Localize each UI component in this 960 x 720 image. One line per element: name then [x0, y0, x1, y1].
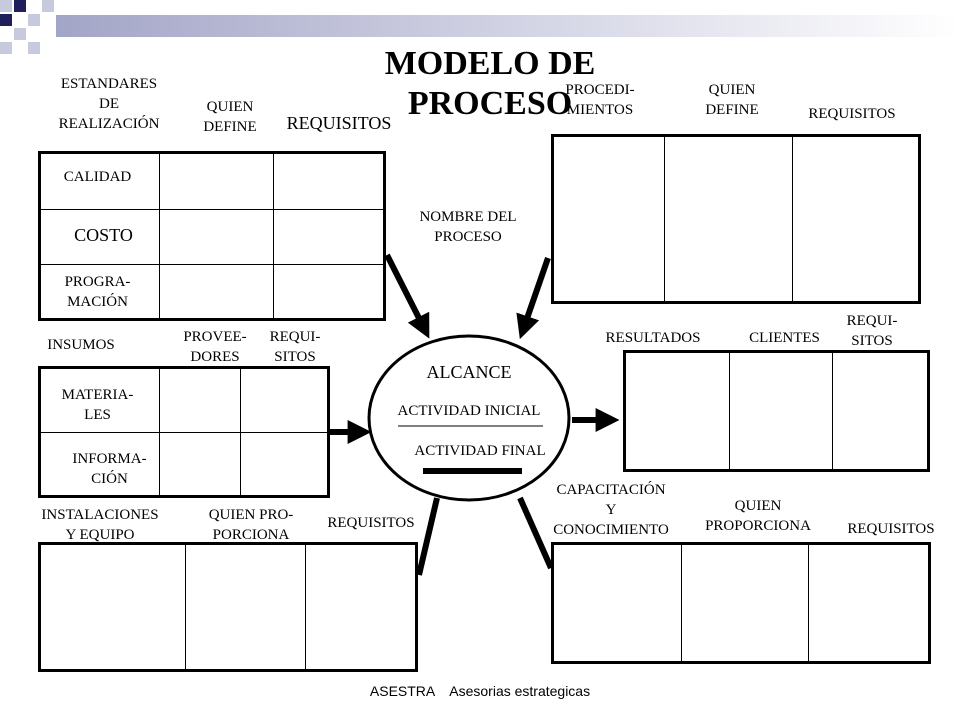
connector-scope-to-facilities: [416, 497, 440, 576]
deco-square: [0, 14, 12, 26]
inputs-table: [38, 366, 330, 498]
training-table: [551, 542, 931, 664]
scope-ellipse: [367, 334, 571, 502]
results-clients: CLIENTES: [749, 330, 820, 346]
training-header: CAPACITACIÓN Y CONOCIMIENTO: [553, 482, 669, 538]
results-requirements: REQUI- SITOS: [846, 313, 898, 349]
procedures-table: [551, 134, 921, 304]
inputs-row-materials: MATERIA- LES: [61, 387, 134, 423]
standards-who-defines: QUIEN DEFINE: [203, 99, 257, 135]
scope-label: ALCANCE: [426, 362, 512, 382]
connector-scope-to-training: [517, 496, 554, 570]
inputs-suppliers: PROVEE- DORES: [183, 329, 247, 365]
training-who-provides: QUIEN PROPORCIONA: [705, 498, 811, 534]
deco-square: [14, 28, 26, 40]
inputs-header: INSUMOS: [47, 337, 115, 353]
deco-square: [0, 42, 12, 54]
standards-row-quality: CALIDAD: [63, 169, 132, 185]
standards-row-scheduling: PROGRA- MACIÓN: [64, 274, 131, 310]
training-requirements: REQUISITOS: [847, 521, 935, 537]
facilities-table: [38, 542, 418, 672]
facilities-header: INSTALACIONES Y EQUIPO: [41, 507, 159, 543]
results-table: [623, 350, 930, 472]
deco-square: [14, 0, 26, 12]
standards-requirements: REQUISITOS: [286, 113, 392, 133]
deco-square: [28, 14, 40, 26]
deco-square: [28, 42, 40, 54]
arrow-standards-to-scope: [384, 253, 430, 339]
final-activity-label: ACTIVIDAD FINAL: [414, 443, 546, 459]
deco-square: [0, 0, 12, 12]
standards-header: ESTANDARES DE REALIZACIÓN: [58, 76, 160, 132]
results-header: RESULTADOS: [605, 330, 701, 346]
header-gradient-bar: [56, 15, 960, 37]
deco-square: [42, 0, 54, 12]
procedures-requirements: REQUISITOS: [808, 106, 896, 122]
inputs-row-information: INFORMA- CIÓN: [72, 451, 147, 487]
standards-row-cost: COSTO: [74, 225, 133, 245]
process-name-label: NOMBRE DEL PROCESO: [419, 209, 517, 245]
facilities-who-provides: QUIEN PRO- PORCIONA: [208, 507, 294, 543]
footer-credit: ASESTRA Asesorias estrategicas: [369, 683, 591, 699]
procedures-who-defines: QUIEN DEFINE: [705, 82, 759, 118]
procedures-header: PROCEDI- MIENTOS: [565, 82, 635, 118]
page-title: MODELO DE PROCESO: [384, 45, 596, 122]
initial-activity-label: ACTIVIDAD INICIAL: [397, 403, 541, 419]
inputs-requirements: REQUI- SITOS: [269, 329, 321, 365]
arrow-procedures-to-scope: [516, 257, 551, 340]
standards-table: [38, 151, 386, 321]
facilities-requirements: REQUISITOS: [327, 515, 415, 531]
